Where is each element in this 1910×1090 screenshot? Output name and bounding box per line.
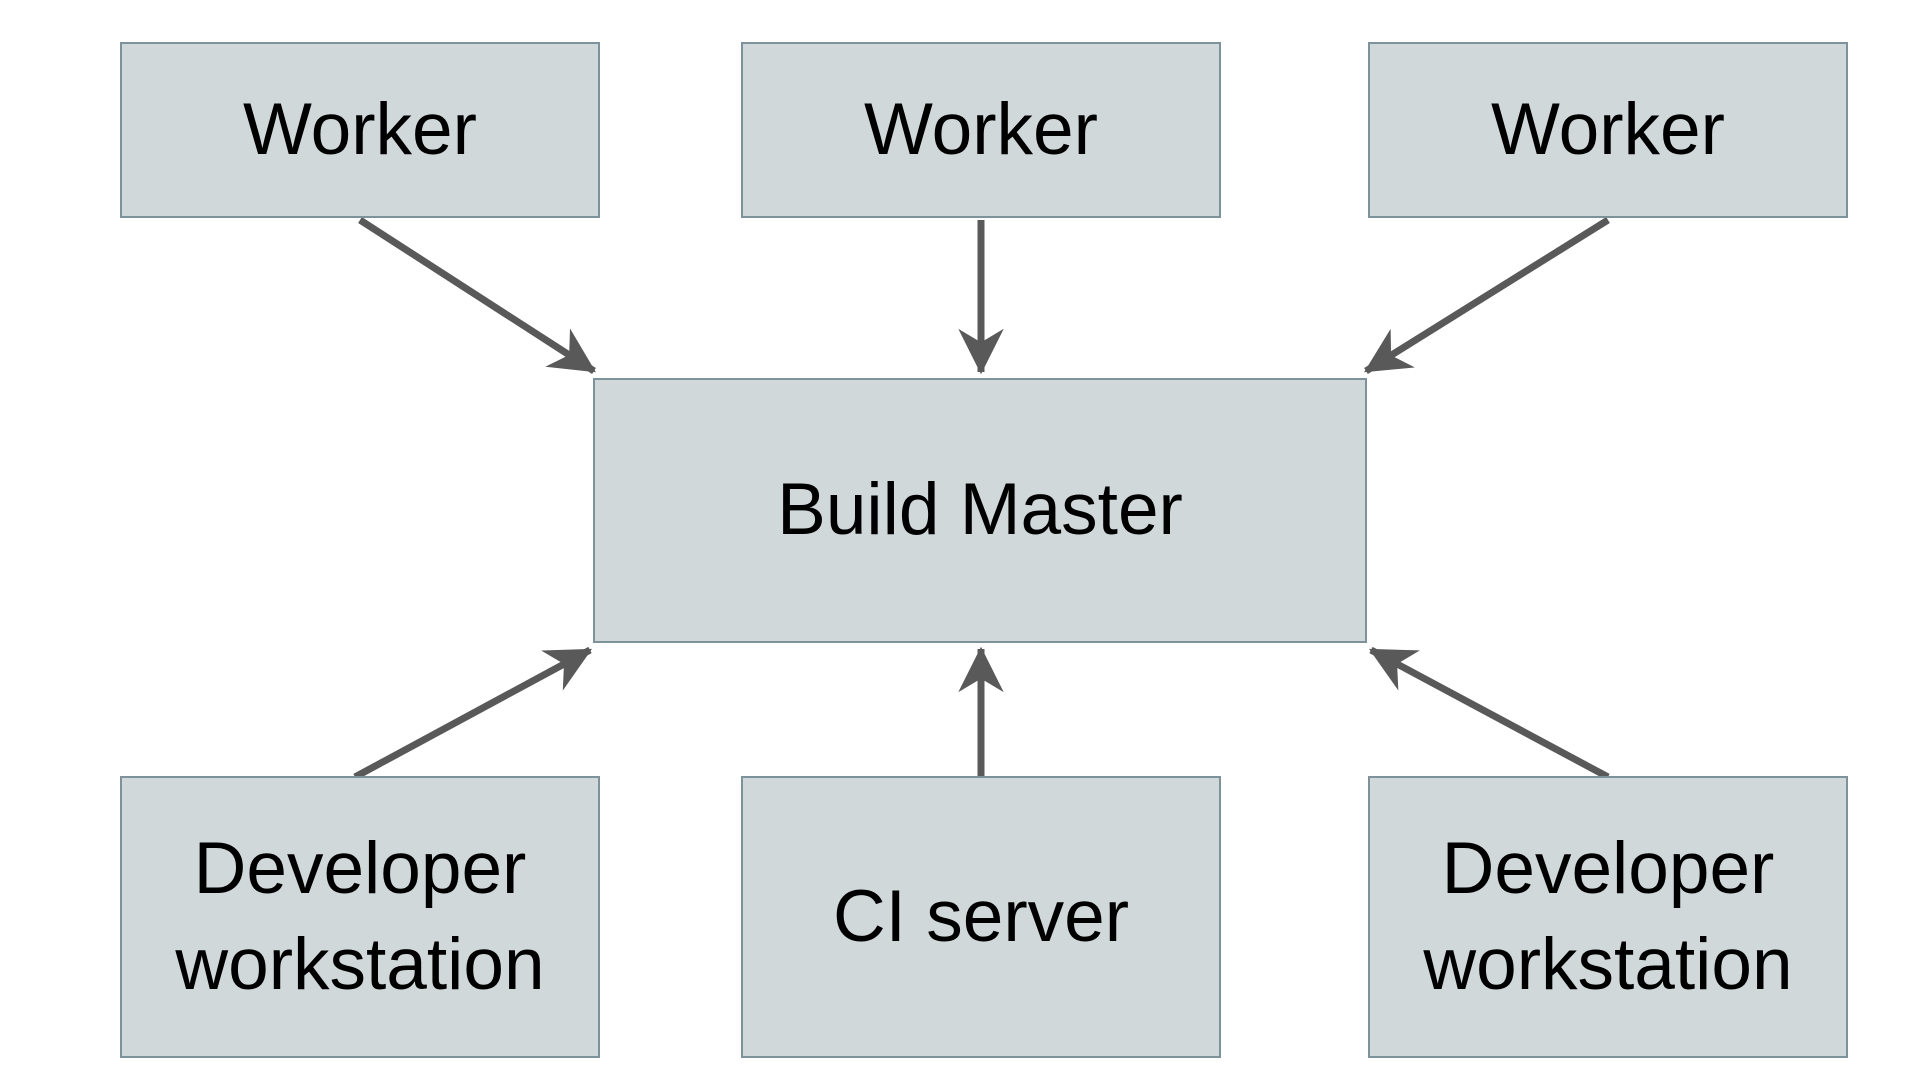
node-worker-1-label: Worker [243,88,477,170]
arrow-developer-workstation-1-to-build-master [353,646,593,781]
node-developer-workstation-1-label: Developer workstation [175,827,545,1005]
node-ci-server-label: CI server [832,875,1130,957]
node-build-master-label: Build Master [777,469,1183,551]
arrow-worker-3-to-build-master [1364,217,1610,374]
arrow-worker-1-to-build-master [358,217,596,374]
node-build-master: Build Master [593,378,1367,643]
node-developer-workstation-2: Developer workstation [1368,776,1848,1058]
node-ci-server: CI server [741,776,1221,1058]
node-developer-workstation-2-label: Developer workstation [1423,827,1793,1005]
arrow-developer-workstation-2-to-build-master [1368,646,1610,781]
node-worker-2: Worker [741,42,1221,218]
node-worker-1: Worker [120,42,600,218]
node-worker-3: Worker [1368,42,1848,218]
node-worker-3-label: Worker [1491,88,1725,170]
node-worker-2-label: Worker [864,88,1098,170]
node-developer-workstation-1: Developer workstation [120,776,600,1058]
